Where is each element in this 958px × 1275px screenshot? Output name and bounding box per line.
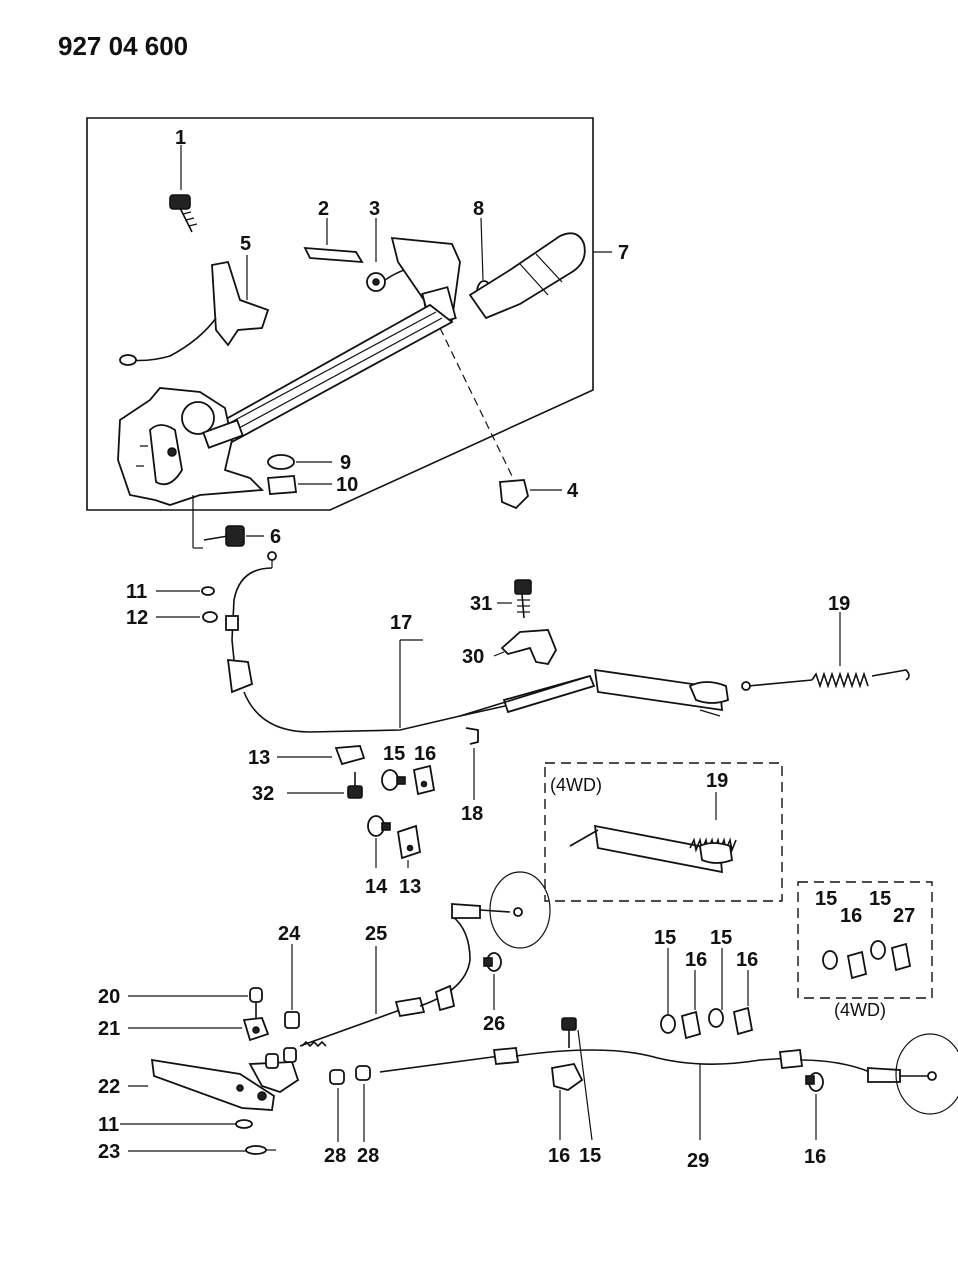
label-16-middle: 16 [414, 743, 436, 765]
label-32: 32 [252, 783, 274, 805]
label-30: 30 [462, 646, 484, 668]
pin-part-20 [128, 987, 263, 1018]
label-11-bottom: 11 [98, 1114, 119, 1136]
pin-part-11 [120, 1119, 253, 1129]
label-10: 10 [336, 474, 358, 496]
fourwd-tag-top: (4WD) [550, 775, 602, 795]
front-cable-part-17 [225, 551, 596, 733]
fourwd-inset-right [797, 881, 933, 999]
label-9: 9 [340, 452, 351, 474]
label-15-middle: 15 [383, 743, 405, 765]
bolt-part-1 [169, 145, 198, 233]
nut-part-28-right [355, 1065, 371, 1142]
nut-part-10 [266, 475, 332, 495]
label-11-top: 11 [126, 581, 147, 603]
label-16-inset: 16 [840, 905, 862, 927]
lever-base-plate [117, 387, 265, 506]
part-labels: 1 2 3 8 5 7 9 10 4 6 11 12 31 19 17 30 1… [98, 127, 915, 1172]
clamps-part-15-16-row [660, 948, 754, 1040]
lever-grip [468, 232, 586, 320]
label-21: 21 [98, 1018, 120, 1040]
plate-part-2 [303, 218, 364, 264]
rear-cable-part-29 [379, 1033, 958, 1140]
label-28-right: 28 [357, 1145, 379, 1167]
leader-lines [156, 586, 423, 641]
label-15-inset-a: 15 [815, 888, 837, 910]
label-24: 24 [278, 923, 301, 945]
label-4: 4 [567, 480, 579, 502]
washer-part-9 [267, 454, 332, 470]
spring-part-19 [741, 612, 910, 691]
grommet-part-26 [483, 952, 502, 1010]
label-20: 20 [98, 986, 120, 1008]
bracket-part-30 [493, 629, 557, 665]
label-15-bottom: 15 [579, 1145, 601, 1167]
label-16-bottom-b: 16 [804, 1146, 826, 1168]
label-3: 3 [369, 198, 380, 220]
label-22: 22 [98, 1076, 120, 1098]
clamp-part-13 [396, 824, 422, 868]
clamp-part-16-bottom-left [551, 1062, 584, 1140]
clamp-part-16 [412, 764, 436, 796]
label-17: 17 [390, 612, 412, 634]
label-15-row-b: 15 [710, 927, 732, 949]
joint-part-21 [128, 1017, 270, 1042]
bolt-part-15-bottom [561, 1017, 593, 1141]
lever-part-22 [128, 1047, 300, 1111]
label-6: 6 [270, 526, 281, 548]
label-12: 12 [126, 607, 148, 629]
label-13-top: 13 [248, 747, 270, 769]
label-16-bottom-a: 16 [548, 1145, 570, 1167]
bushing-part-24 [284, 944, 300, 1029]
grommet-part-15 [381, 769, 406, 791]
bolt-part-32 [287, 772, 363, 799]
document-number: 927 04 600 [58, 31, 188, 61]
fourwd-tag-bottom: (4WD) [834, 1000, 886, 1020]
label-25: 25 [365, 923, 387, 945]
bolt-part-31 [497, 579, 532, 619]
label-23: 23 [98, 1141, 120, 1163]
bracket-part-13 [277, 745, 366, 766]
switch-bracket-part-5 [119, 255, 270, 366]
label-15-inset-b: 15 [869, 888, 891, 910]
label-1: 1 [175, 127, 186, 149]
label-16-row-b: 16 [736, 949, 758, 971]
label-26: 26 [483, 1013, 505, 1035]
label-15-row-a: 15 [654, 927, 676, 949]
label-19-top: 19 [828, 593, 850, 615]
label-31: 31 [470, 593, 492, 615]
rear-cable-part-25 [299, 871, 551, 1048]
label-19-inset: 19 [706, 770, 728, 792]
label-13-lower: 13 [399, 876, 421, 898]
label-29: 29 [687, 1150, 709, 1172]
label-7: 7 [618, 242, 629, 264]
lever-assembly-box [86, 117, 594, 511]
bolt-part-6 [192, 495, 264, 549]
label-5: 5 [240, 233, 251, 255]
nut-part-28-left [329, 1069, 345, 1142]
label-18: 18 [461, 803, 483, 825]
label-14: 14 [365, 876, 388, 898]
label-28-left: 28 [324, 1145, 346, 1167]
grommet-part-14 [367, 815, 391, 868]
label-2: 2 [318, 198, 329, 220]
fourwd-inset-top [544, 762, 783, 902]
label-8: 8 [473, 198, 484, 220]
nut-part-4 [439, 327, 562, 510]
equalizer-bar [593, 668, 729, 717]
label-16-row-a: 16 [685, 949, 707, 971]
grommet-part-16-bottom-right [805, 1072, 824, 1140]
label-27: 27 [893, 905, 915, 927]
cotter-pin-part-23 [128, 1145, 276, 1155]
clip-part-18 [465, 727, 479, 800]
